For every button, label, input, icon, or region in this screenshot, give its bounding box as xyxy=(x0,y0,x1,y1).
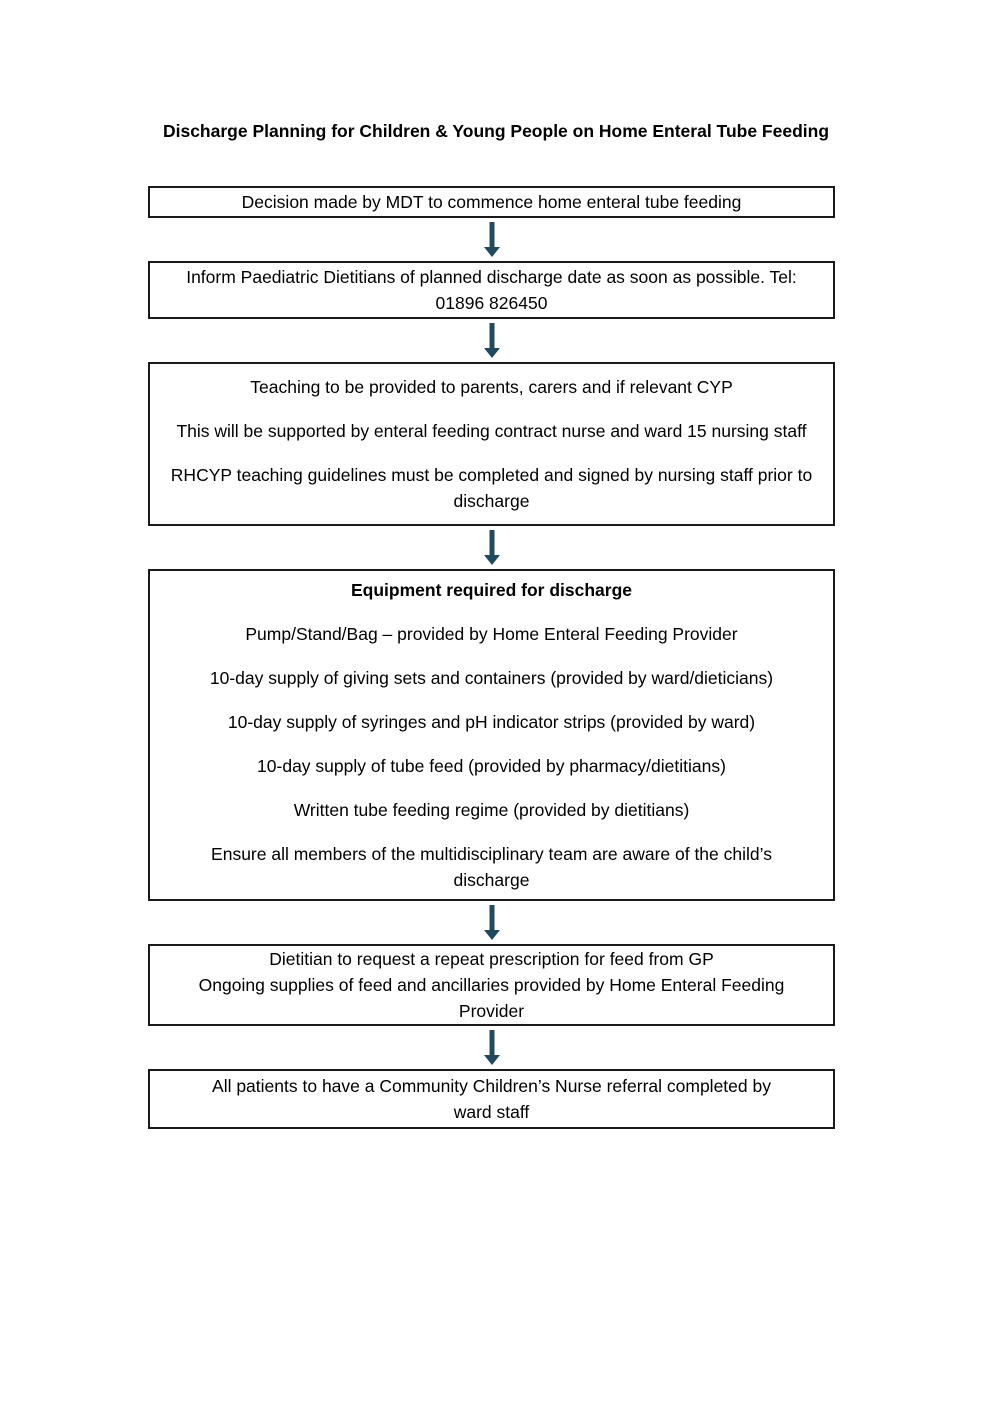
down-arrow-icon xyxy=(483,530,501,565)
down-arrow-icon xyxy=(483,905,501,940)
flow-box-text: Pump/Stand/Bag – provided by Home Entera… xyxy=(245,624,738,644)
flow-box-teaching: Teaching to be provided to parents, care… xyxy=(148,362,835,526)
down-arrow-icon xyxy=(483,222,501,257)
flowchart: Decision made by MDT to commence home en… xyxy=(148,186,835,1129)
flow-box-ccn-referral: All patients to have a Community Childre… xyxy=(148,1069,835,1129)
flow-box-text: Teaching to be provided to parents, care… xyxy=(250,377,733,397)
flow-box-text: Dietitian to request a repeat prescripti… xyxy=(269,949,714,969)
flow-box-inform-dietitians: Inform Paediatric Dietitians of planned … xyxy=(148,261,835,319)
flow-box-equipment: Equipment required for discharge Pump/St… xyxy=(148,569,835,901)
flow-box-text: Written tube feeding regime (provided by… xyxy=(293,800,690,820)
flow-box-text: 10-day supply of tube feed (provided by … xyxy=(257,756,726,776)
flow-box-text: 10-day supply of syringes and pH indicat… xyxy=(227,712,756,732)
flow-box-text: This will be supported by enteral feedin… xyxy=(176,421,807,441)
flow-box-decision-mdt: Decision made by MDT to commence home en… xyxy=(148,186,835,218)
flow-box-text: All patients to have a Community Childre… xyxy=(212,1076,771,1122)
flow-box-text: RHCYP teaching guidelines must be comple… xyxy=(170,465,813,511)
flow-box-text: Ongoing supplies of feed and ancillaries… xyxy=(198,975,785,1021)
page-title: Discharge Planning for Children & Young … xyxy=(162,121,830,141)
flow-box-text: 10-day supply of giving sets and contain… xyxy=(209,668,774,688)
down-arrow-icon xyxy=(483,323,501,358)
flow-box-text: Inform Paediatric Dietitians of planned … xyxy=(186,267,797,313)
flow-box-gp-prescription: Dietitian to request a repeat prescripti… xyxy=(148,944,835,1026)
flow-box-text: Ensure all members of the multidisciplin… xyxy=(211,844,772,890)
down-arrow-icon xyxy=(483,1030,501,1065)
flow-box-text: Decision made by MDT to commence home en… xyxy=(241,192,742,212)
flow-box-heading: Equipment required for discharge xyxy=(350,580,633,600)
